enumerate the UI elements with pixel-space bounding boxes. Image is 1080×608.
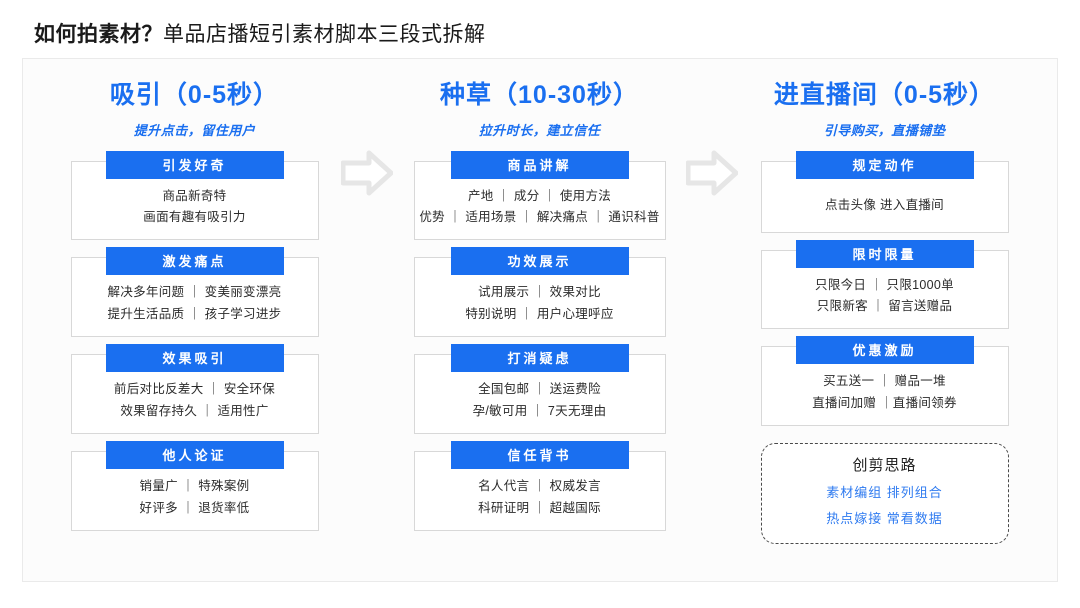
card-stage2-2: 功效展示 试用展示 ｜ 效果对比 特别说明 ｜ 用户心理呼应 xyxy=(413,247,666,337)
stage-2-title: 种草（10-30秒） xyxy=(440,81,639,109)
stage-1-cards: 引发好奇 商品新奇特 画面有趣有吸引力 激发痛点 解决多年问题 ｜ 变美丽变漂亮… xyxy=(22,150,367,531)
card-line: 提升生活品质 ｜ 孩子学习进步 xyxy=(107,307,282,322)
card-stage2-4: 信任背书 名人代言 ｜ 权威发言 科研证明 ｜ 超越国际 xyxy=(413,440,666,531)
card-line: 优势 ｜ 适用场景 ｜ 解决痛点 ｜ 通识科普 xyxy=(419,210,660,225)
stage-2-header: 种草（10-30秒） 拉升时长，建立信任 xyxy=(367,81,712,139)
card-stage1-2: 激发痛点 解决多年问题 ｜ 变美丽变漂亮 提升生活品质 ｜ 孩子学习进步 xyxy=(70,247,319,337)
card-badge: 信任背书 xyxy=(450,440,629,469)
arrow-right-icon xyxy=(686,150,738,196)
stage-1-subtitle: 提升点击，留住用户 xyxy=(133,122,256,138)
editing-ideas-line: 素材编组 排列组合 xyxy=(826,485,943,500)
card-stage1-3: 效果吸引 前后对比反差大 ｜ 安全环保 效果留存持久 ｜ 适用性广 xyxy=(70,344,319,434)
stage-3-title: 进直播间（0-5秒） xyxy=(773,81,996,109)
editing-ideas-line: 热点嫁接 常看数据 xyxy=(826,511,943,527)
card-line: 全国包邮 ｜ 送运费险 xyxy=(478,382,601,396)
card-line: 只限今日 ｜ 只限1000单 xyxy=(815,277,954,292)
card-badge: 优惠激励 xyxy=(795,336,974,365)
card-line: 产地 ｜ 成分 ｜ 使用方法 xyxy=(467,188,612,203)
card-stage1-4: 他人论证 销量广 ｜ 特殊案例 好评多 ｜ 退货率低 xyxy=(70,440,319,531)
card-line: 科研证明 ｜ 超越国际 xyxy=(478,500,601,515)
card-line: 解决多年问题 ｜ 变美丽变漂亮 xyxy=(107,285,282,300)
card-line: 商品新奇特 xyxy=(162,188,227,203)
card-editing-ideas: 创剪思路 素材编组 排列组合 热点嫁接 常看数据 xyxy=(760,443,1009,545)
stage-column-2: 种草（10-30秒） 拉升时长，建立信任 商品讲解 产地 ｜ 成分 ｜ 使用方法… xyxy=(367,58,738,531)
stage-3-header: 进直播间（0-5秒） 引导购买，直播铺垫 xyxy=(712,81,1057,139)
arrow-right-icon xyxy=(341,150,393,196)
page-title-strong: 如何拍素材？ xyxy=(34,23,163,46)
card-stage2-1: 商品讲解 产地 ｜ 成分 ｜ 使用方法 优势 ｜ 适用场景 ｜ 解决痛点 ｜ 通… xyxy=(413,150,666,241)
card-line: 前后对比反差大 ｜ 安全环保 xyxy=(113,382,276,396)
columns-container: 吸引（0-5秒） 提升点击，留住用户 引发好奇 商品新奇特 画面有趣有吸引力 激… xyxy=(22,58,1058,582)
card-badge: 打消疑虑 xyxy=(450,344,629,372)
stage-1-header: 吸引（0-5秒） 提升点击，留住用户 xyxy=(22,81,367,139)
card-badge: 限时限量 xyxy=(795,239,974,268)
stage-1-title: 吸引（0-5秒） xyxy=(109,81,280,109)
card-line: 效果留存持久 ｜ 适用性广 xyxy=(120,403,269,418)
stage-column-1: 吸引（0-5秒） 提升点击，留住用户 引发好奇 商品新奇特 画面有趣有吸引力 激… xyxy=(22,58,393,531)
card-line: 买五送一 ｜ 赠品一堆 xyxy=(823,374,946,389)
card-line: 只限新客 ｜ 留言送赠品 xyxy=(816,299,953,314)
card-stage3-1: 规定动作 点击头像 进入直播间 xyxy=(760,150,1009,233)
stage-column-3: 进直播间（0-5秒） 引导购买，直播铺垫 规定动作 点击头像 进入直播间 限时限… xyxy=(712,58,1057,545)
card-line: 直播间加赠 ｜直播间领券 xyxy=(812,396,957,411)
stage-3-subtitle: 引导购买，直播铺垫 xyxy=(823,122,946,138)
card-stage3-3: 优惠激励 买五送一 ｜ 赠品一堆 直播间加赠 ｜直播间领券 xyxy=(760,336,1009,426)
card-line: 画面有趣有吸引力 xyxy=(143,210,246,225)
stage-2-cards: 商品讲解 产地 ｜ 成分 ｜ 使用方法 优势 ｜ 适用场景 ｜ 解决痛点 ｜ 通… xyxy=(367,150,712,531)
card-stage2-3: 打消疑虑 全国包邮 ｜ 送运费险 孕/敏可用 ｜ 7天无理由 xyxy=(413,344,666,434)
card-badge: 效果吸引 xyxy=(105,344,284,372)
card-line: 试用展示 ｜ 效果对比 xyxy=(478,285,601,300)
card-line: 销量广 ｜ 特殊案例 xyxy=(139,478,250,493)
card-line: 特别说明 ｜ 用户心理呼应 xyxy=(465,307,614,322)
card-badge: 商品讲解 xyxy=(450,150,629,179)
stage-3-cards: 规定动作 点击头像 进入直播间 限时限量 只限今日 ｜ 只限1000单 只限新客… xyxy=(712,150,1057,545)
card-badge: 他人论证 xyxy=(105,440,284,469)
card-badge: 引发好奇 xyxy=(105,150,284,179)
card-stage3-2: 限时限量 只限今日 ｜ 只限1000单 只限新客 ｜ 留言送赠品 xyxy=(760,239,1009,330)
card-badge: 激发痛点 xyxy=(105,247,284,276)
page-title-normal: 单品店播短引素材脚本三段式拆解 xyxy=(163,23,486,46)
card-line: 名人代言 ｜ 权威发言 xyxy=(478,478,601,493)
card-line: 点击头像 进入直播间 xyxy=(825,197,944,212)
page-title: 如何拍素材？单品店播短引素材脚本三段式拆解 xyxy=(34,18,486,48)
card-stage1-1: 引发好奇 商品新奇特 画面有趣有吸引力 xyxy=(70,150,319,241)
card-line: 好评多 ｜ 退货率低 xyxy=(139,500,250,515)
stage-2-subtitle: 拉升时长，建立信任 xyxy=(478,122,601,138)
card-badge: 功效展示 xyxy=(450,247,629,276)
card-badge: 规定动作 xyxy=(795,150,974,179)
editing-ideas-title: 创剪思路 xyxy=(852,457,917,474)
card-line: 孕/敏可用 ｜ 7天无理由 xyxy=(472,403,607,418)
